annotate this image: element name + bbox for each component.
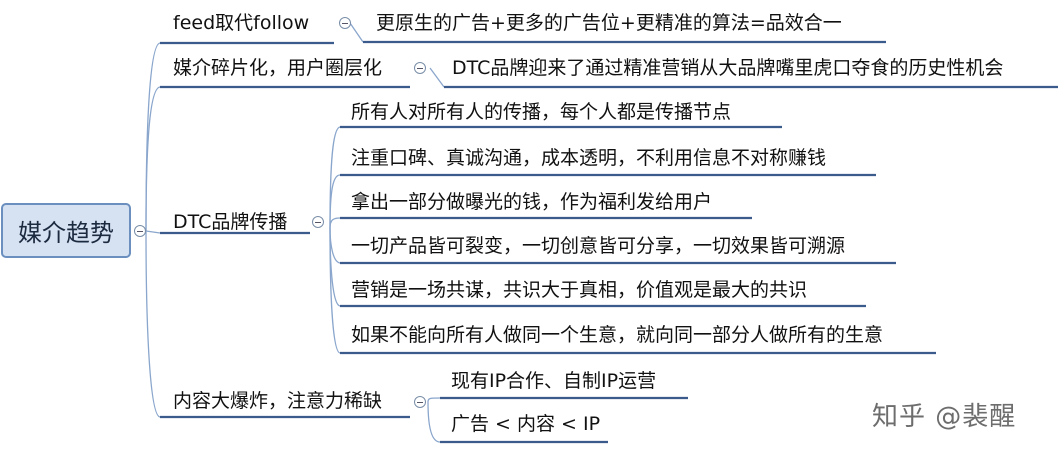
leaf-dtc-3: 拿出一部分做曝光的钱，作为福利发给用户 (351, 191, 713, 213)
collapse-branch-fragmentation-icon[interactable] (414, 62, 426, 74)
leaf-dtc-4: 一切产品皆可裂变，一切创意皆可分享，一切效果皆可溯源 (351, 235, 846, 257)
collapse-root-icon[interactable] (134, 225, 146, 237)
watermark: 知乎 @裴醒 (872, 402, 1017, 432)
collapse-branch-content-icon[interactable] (414, 396, 426, 408)
leaf-dtc-1: 所有人对所有人的传播，每个人都是传播节点 (351, 101, 732, 123)
branch-feed: feed取代follow (173, 12, 310, 34)
leaf-dtc-6: 如果不能向所有人做同一个生意，就向同一部分人做所有的生意 (351, 324, 884, 346)
leaf-content-2: 广告 < 内容 < IP (451, 413, 601, 435)
root-label: 媒介趋势 (18, 219, 114, 247)
root-node: 媒介趋势 (1, 203, 131, 258)
branch-dtc: DTC品牌传播 (173, 211, 288, 233)
leaf-dtc-5: 营销是一场共谋，共识大于真相，价值观是最大的共识 (351, 279, 808, 301)
collapse-branch-feed-icon[interactable] (339, 17, 351, 29)
collapse-branch-dtc-icon[interactable] (312, 216, 324, 228)
leaf-dtc-2: 注重口碑、真诚沟通，成本透明，不利用信息不对称赚钱 (351, 147, 827, 169)
branch-fragmentation: 媒介碎片化，用户圈层化 (173, 57, 383, 79)
leaf-feed-1: 更原生的广告+更多的广告位+更精准的算法=品效合一 (376, 12, 842, 34)
branch-content: 内容大爆炸，注意力稀缺 (173, 390, 383, 412)
leaf-fragmentation-1: DTC品牌迎来了通过精准营销从大品牌嘴里虎口夺食的历史性机会 (452, 57, 1004, 79)
leaf-content-1: 现有IP合作、自制IP运营 (451, 370, 657, 392)
